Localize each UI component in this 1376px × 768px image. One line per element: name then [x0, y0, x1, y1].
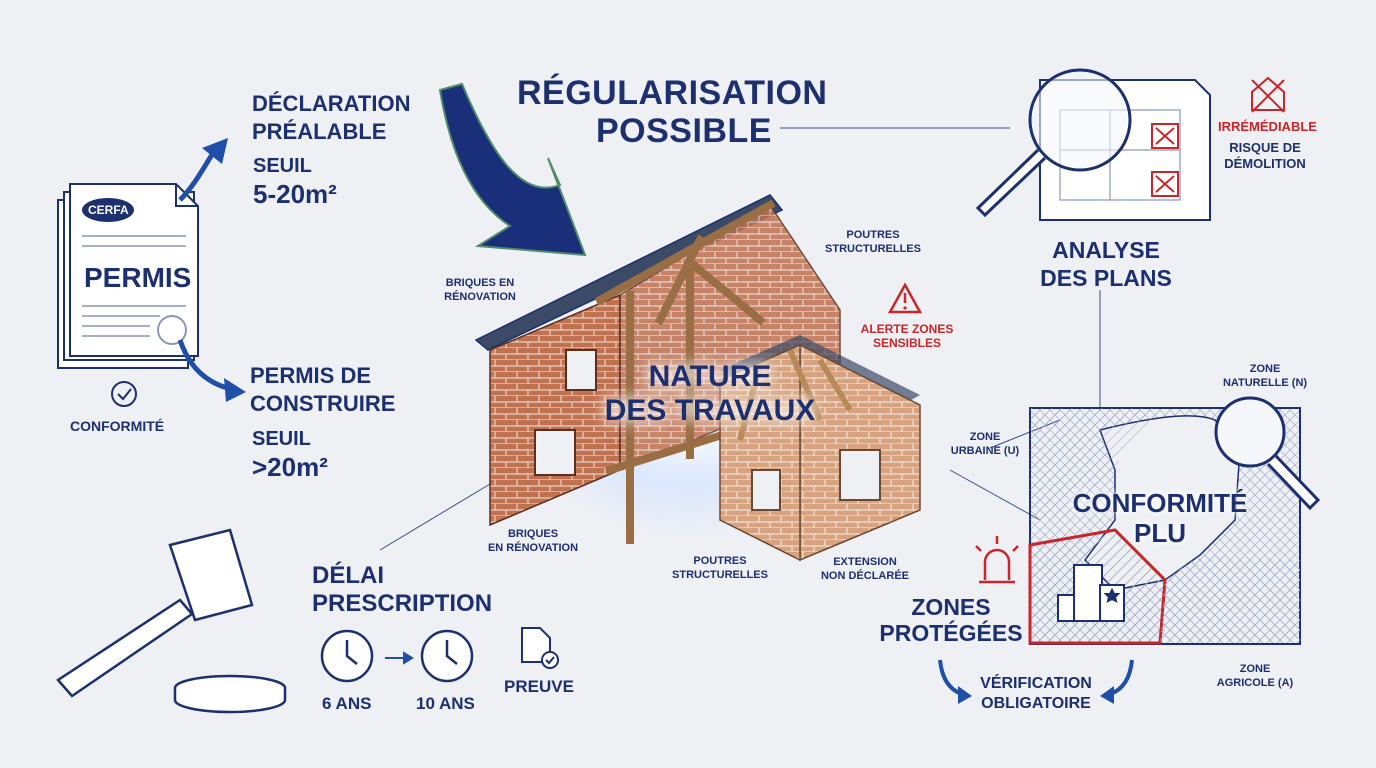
main-title-line2: POSSIBLE	[596, 112, 772, 150]
zone-naturelle-line2: NATURELLE (N)	[1222, 377, 1308, 389]
poutres-bottom-line2: STRUCTURELLES	[672, 569, 768, 581]
poutres-bottom-line1: POUTRES	[693, 555, 747, 567]
conformite-check-icon	[111, 381, 137, 407]
zones-protegees-line2: PROTÉGÉES	[879, 620, 1023, 646]
seuil-pc-value: >20m²	[252, 452, 328, 482]
alert-triangle-icon	[887, 282, 923, 314]
conformite-label: CONFORMITÉ	[70, 418, 165, 434]
label-irremediable: IRRÉMÉDIABLE	[1218, 119, 1317, 134]
seuil-dp-label: SEUIL	[253, 155, 312, 177]
analyse-line1: ANALYSE	[1052, 237, 1160, 263]
permis-construire-title: PERMIS DE CONSTRUIRE	[250, 362, 395, 418]
gavel-icon	[56, 528, 287, 714]
declaration-line1: DÉCLARATION	[252, 91, 411, 116]
label-poutres-bottom: POUTRES STRUCTURELLES	[665, 554, 775, 582]
verification-label: VÉRIFICATION OBLIGATOIRE	[968, 674, 1104, 714]
briques-bottom-line1: BRIQUES	[507, 528, 559, 540]
label-zone-naturelle: ZONE NATURELLE (N)	[1210, 362, 1320, 390]
seuil-dp-value: 5-20m²	[253, 179, 337, 209]
label-10-ans: 10 ANS	[416, 694, 475, 713]
delai-line1: DÉLAI	[312, 562, 384, 589]
extension-line2: NON DÉCLARÉE	[820, 570, 909, 582]
extension-line1: EXTENSION	[833, 556, 897, 568]
arrow-head-icon	[1100, 686, 1114, 704]
main-title-line1: RÉGULARISATION	[517, 74, 828, 112]
zone-urbaine-line1: ZONE	[969, 431, 1001, 443]
zones-protegees-title: ZONES PROTÉGÉES	[876, 594, 1026, 646]
label-extension: EXTENSION NON DÉCLARÉE	[810, 555, 920, 583]
arrow-head-icon	[958, 686, 972, 704]
clock-6-icon	[320, 629, 374, 683]
permis-doc-title: PERMIS	[84, 262, 192, 293]
analyse-line2: DES PLANS	[1040, 265, 1172, 291]
seuil-pc: SEUIL >20m²	[252, 425, 328, 481]
seuil-dp: SEUIL 5-20m²	[253, 152, 337, 208]
house-illustration	[474, 194, 921, 562]
city-building-icon	[1057, 564, 1125, 622]
zone-urbaine-line2: URBAINE (U)	[950, 445, 1020, 457]
label-zone-agricole: ZONE AGRICOLE (A)	[1200, 662, 1310, 690]
delai-title: DÉLAI PRESCRIPTION	[312, 562, 492, 618]
label-6-ans: 6 ANS	[322, 694, 372, 713]
briques-top-line1: BRIQUES EN	[445, 277, 515, 289]
zones-protegees-line1: ZONES	[911, 594, 991, 620]
seuil-pc-label: SEUIL	[252, 428, 311, 450]
zone-agricole-line2: AGRICOLE (A)	[1216, 677, 1294, 689]
verification-line2: OBLIGATOIRE	[981, 695, 1091, 712]
main-arrow-icon	[438, 82, 587, 257]
verification-line1: VÉRIFICATION	[980, 675, 1092, 692]
arrow-head-right-icon	[224, 378, 246, 402]
permis-construire-line1: PERMIS DE	[250, 363, 372, 388]
label-poutres-top: POUTRES STRUCTURELLES	[818, 228, 928, 256]
conformite-plu-line1: CONFORMITÉ	[1072, 488, 1248, 518]
label-briques-bottom: BRIQUES EN RÉNOVATION	[478, 527, 588, 555]
alerte-line1: ALERTE ZONES	[860, 322, 954, 336]
siren-icon	[975, 536, 1019, 584]
conformite-plu-title: CONFORMITÉ PLU	[1060, 488, 1260, 548]
arrow-right-icon	[385, 651, 414, 665]
label-alerte: ALERTE ZONES SENSIBLES	[852, 322, 962, 350]
label-preuve: PREUVE	[504, 677, 574, 696]
declaration-title: DÉCLARATION PRÉALABLE	[252, 90, 410, 146]
label-risque: RISQUE DE DÉMOLITION	[1200, 140, 1330, 172]
poutres-top-line1: POUTRES	[846, 229, 900, 241]
permis-document-icon	[57, 183, 199, 369]
delai-line2: PRESCRIPTION	[312, 590, 493, 617]
arrow-head-up-icon	[202, 138, 228, 164]
label-zone-urbaine: ZONE URBAINE (U)	[930, 430, 1040, 458]
center-title-line2: DES TRAVAUX	[604, 394, 816, 427]
label-briques-top: BRIQUES EN RÉNOVATION	[430, 276, 530, 304]
poutres-top-line2: STRUCTURELLES	[825, 243, 921, 255]
center-title-line1: NATURE	[648, 360, 772, 393]
briques-top-line2: RÉNOVATION	[444, 291, 516, 303]
map-magnifier-icon	[1214, 396, 1321, 511]
zone-naturelle-line1: ZONE	[1249, 363, 1281, 375]
conformite-plu-line2: PLU	[1134, 518, 1186, 548]
risque-line2: DÉMOLITION	[1224, 156, 1306, 171]
cerfa-badge: CERFA	[88, 203, 129, 217]
analyse-title: ANALYSE DES PLANS	[1036, 236, 1176, 292]
permis-construire-line2: CONSTRUIRE	[250, 391, 396, 416]
center-title: NATURE DES TRAVAUX	[560, 360, 860, 428]
magnifier-icon	[975, 68, 1132, 218]
risque-line1: RISQUE DE	[1229, 140, 1301, 155]
demolition-house-icon	[1251, 76, 1285, 113]
declaration-line2: PRÉALABLE	[252, 119, 387, 144]
connector-lines	[379, 127, 1101, 551]
zone-agricole-line1: ZONE	[1239, 663, 1271, 675]
clock-10-icon	[420, 629, 474, 683]
preuve-document-icon	[521, 627, 559, 669]
briques-bottom-line2: EN RÉNOVATION	[487, 542, 579, 554]
alerte-line2: SENSIBLES	[872, 336, 941, 350]
